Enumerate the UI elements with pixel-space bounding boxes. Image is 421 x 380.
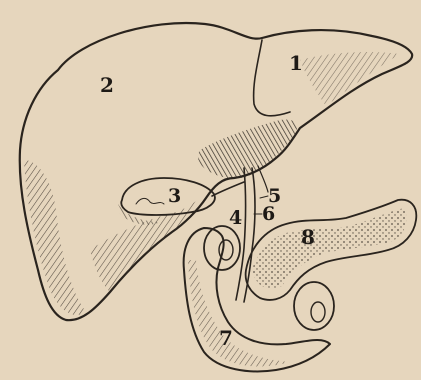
- label-8: 8: [301, 225, 315, 249]
- label-4: 4: [229, 207, 242, 229]
- label-6: 6: [262, 203, 275, 225]
- label-3: 3: [168, 185, 181, 207]
- label-2: 2: [100, 73, 114, 97]
- label-7: 7: [219, 326, 233, 350]
- label-1: 1: [289, 51, 303, 75]
